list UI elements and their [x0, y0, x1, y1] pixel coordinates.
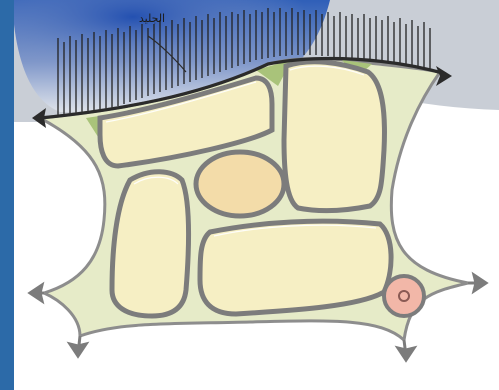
ice-label: الجليد — [124, 12, 180, 25]
cell-top-right — [284, 62, 384, 211]
left-edge-strip — [0, 0, 14, 390]
cell-left — [112, 172, 189, 316]
cell-bottom — [200, 221, 391, 314]
cell-center-small — [196, 152, 284, 216]
small-pink-cell — [384, 276, 424, 316]
